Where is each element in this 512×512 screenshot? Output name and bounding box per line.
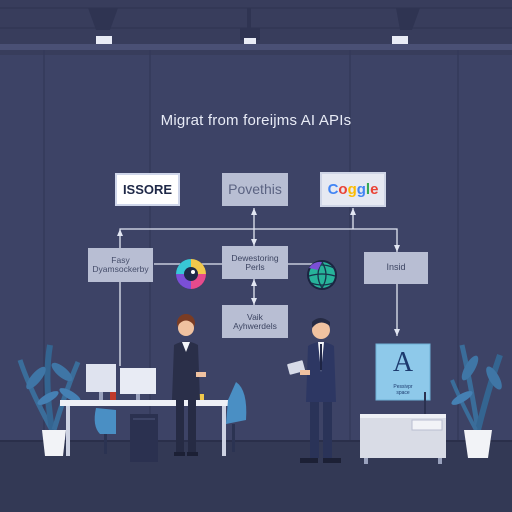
poster <box>375 343 431 401</box>
dev-label: Dewestoring Perls <box>231 252 279 272</box>
monitor-icon <box>120 368 156 400</box>
google-letter: g <box>347 180 357 198</box>
google-letter: l <box>365 180 371 198</box>
ceiling-beam <box>0 44 512 50</box>
chair-icon <box>226 382 247 452</box>
diagram-title: Migrat from foreijms AI APIs <box>160 112 352 129</box>
issore-label: ISSORE <box>122 181 173 197</box>
vaik-box: Vaik Ayhwerdels <box>222 305 288 338</box>
issore-box: ISSORE <box>115 173 180 206</box>
person-man <box>287 318 341 463</box>
poster-caption: Pessivpr space <box>393 384 413 396</box>
floor-edge <box>0 440 512 442</box>
pay-label: Fasy Dyamsockerby <box>92 255 149 274</box>
connector-arrowheads <box>117 208 400 336</box>
diagram-connectors <box>119 208 398 366</box>
dev-box: Dewestoring Perls <box>222 246 288 279</box>
monitor-icon <box>86 364 116 400</box>
ceiling-light-icon <box>88 8 118 44</box>
vaik-label: Vaik Ayhwerdels <box>233 311 277 331</box>
plant-icon <box>17 344 81 432</box>
cabinet-icon <box>130 414 158 462</box>
pot-icon <box>464 430 492 458</box>
person-woman <box>172 314 206 456</box>
globe-icon <box>307 260 337 290</box>
ceiling-light-icon <box>240 8 260 44</box>
poster-glyph: A <box>392 347 414 378</box>
google-letter: C <box>327 180 339 198</box>
chair-icon <box>94 408 116 454</box>
powethis-box: Povethis <box>222 173 288 206</box>
face-logo-icon <box>176 259 206 289</box>
insid-box: Insid <box>364 252 428 284</box>
powethis-label: Povethis <box>228 181 282 198</box>
pay-box: Fasy Dyamsockerby <box>88 248 153 282</box>
side-table <box>360 392 446 464</box>
ceiling-light-icon <box>392 8 420 44</box>
pot-icon <box>42 430 66 456</box>
plant-icon <box>450 344 503 431</box>
google-letter: e <box>370 180 379 198</box>
google-letter: o <box>338 180 348 198</box>
insid-label: Insid <box>386 262 406 273</box>
google-letter: g <box>356 180 366 198</box>
